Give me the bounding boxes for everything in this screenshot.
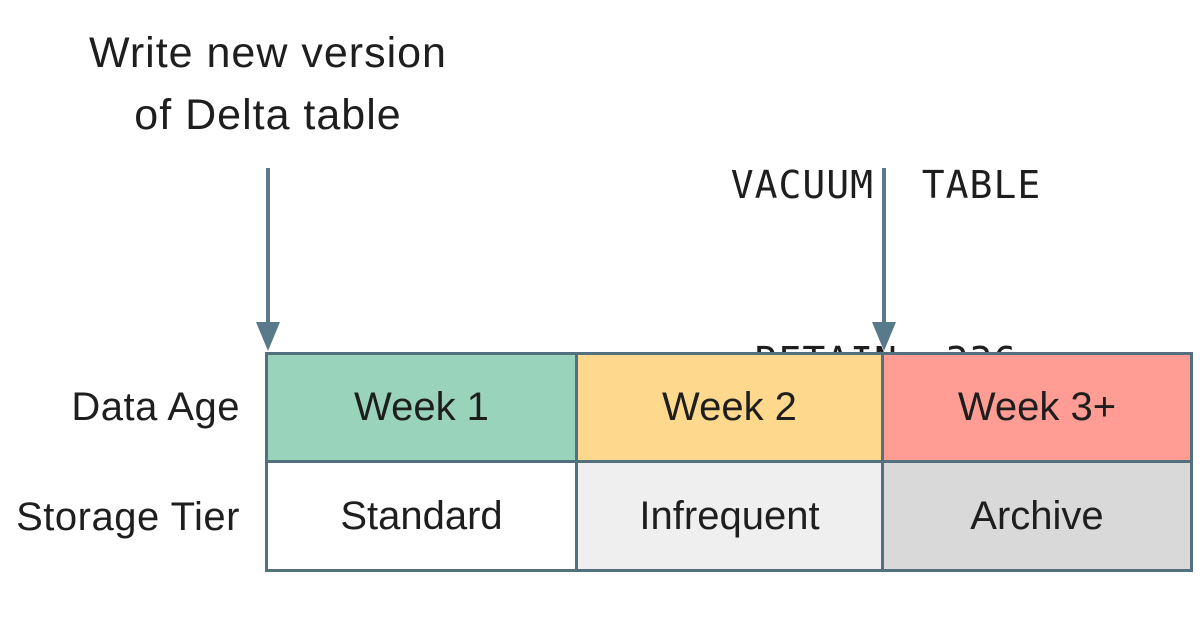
annotation-line-1: Write new version xyxy=(89,29,447,77)
annotation-line-1: VACUUM TABLE xyxy=(730,162,1042,207)
arrow-shaft xyxy=(882,168,886,326)
annotation-write-new-version: Write new version of Delta table xyxy=(38,22,498,147)
arrow-shaft xyxy=(266,168,270,326)
arrow-head xyxy=(872,322,896,351)
lifecycle-table: Week 1 Week 2 Week 3+ Standard Infrequen… xyxy=(265,352,1193,572)
data-age-row-label: Data Age xyxy=(71,384,240,429)
cell-week-3-plus: Week 3+ xyxy=(884,355,1193,463)
cell-week-2: Week 2 xyxy=(578,355,884,463)
storage-tier-row-label: Storage Tier xyxy=(16,494,240,539)
arrow-head xyxy=(256,322,280,351)
cell-infrequent: Infrequent xyxy=(578,463,884,572)
cell-archive: Archive xyxy=(884,463,1193,572)
cell-standard: Standard xyxy=(268,463,578,572)
down-arrow-icon xyxy=(256,168,280,352)
annotation-line-2: of Delta table xyxy=(134,91,402,140)
down-arrow-icon xyxy=(872,168,896,352)
cell-week-1: Week 1 xyxy=(268,355,578,463)
